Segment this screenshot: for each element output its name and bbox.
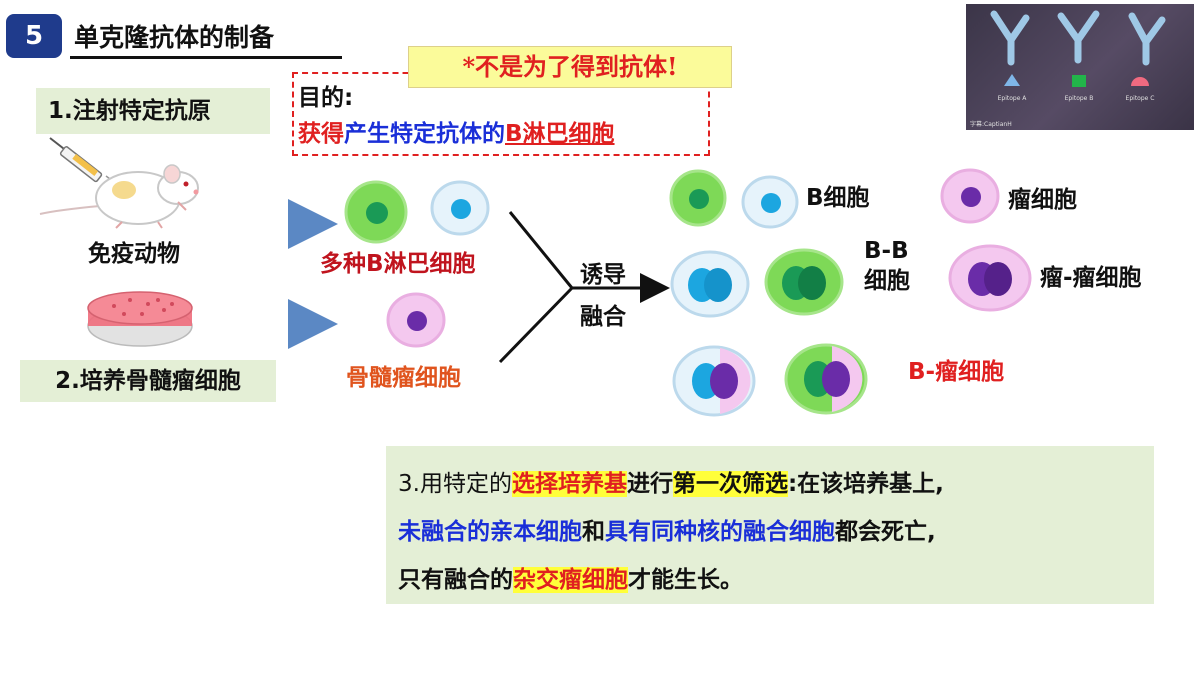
video-credit: 字幕:CaptianH	[970, 120, 1012, 128]
induce-fusion-label: 诱导 融合	[580, 254, 626, 338]
mouse-syringe-icon	[39, 137, 199, 229]
immunized-animal-label: 免疫动物	[88, 241, 180, 267]
step2-culture-myeloma: 2.培养骨髓瘤细胞	[20, 360, 276, 402]
purpose-part-b-lymphocyte: B淋巴细胞	[505, 121, 615, 147]
step3-s5: :在该培养基上,	[787, 471, 944, 497]
fusion-result-cells	[669, 168, 1032, 417]
purpose-part-produce: 产生特定抗体的	[344, 121, 505, 147]
b-lymphocytes-label: 多种B淋巴细胞	[320, 251, 476, 277]
b-tumor-cell-blue-icon	[672, 345, 756, 417]
epitope-b-label: Epitope B	[1065, 95, 1094, 102]
epitope-c-icon	[1131, 77, 1149, 86]
section-number-badge: 5	[6, 14, 62, 58]
step3-line3: 只有融合的杂交瘤细胞才能生长。	[398, 556, 1154, 604]
b-tumor-cell-label: B-瘤细胞	[908, 359, 1005, 385]
hybridoma-highlight: 杂交瘤细胞	[513, 567, 628, 593]
tumor-tumor-cell-icon	[948, 244, 1032, 312]
epitope-a-label: Epitope A	[998, 95, 1028, 102]
induce-text: 诱导	[580, 262, 626, 288]
title-underline	[70, 56, 342, 59]
epitope-b-icon	[1072, 75, 1086, 87]
epitope-a-icon	[1004, 74, 1020, 86]
myeloma-cell-label: 骨髓瘤细胞	[346, 365, 461, 391]
unfused-b-cell-blue-icon	[741, 175, 799, 229]
fusion-text: 融合	[580, 304, 626, 330]
selective-medium-highlight: 选择培养基	[511, 471, 627, 497]
tumor-tumor-cell-label: 瘤-瘤细胞	[1040, 265, 1142, 291]
epitope-c-label: Epitope C	[1126, 95, 1155, 102]
b-cell-label: B细胞	[806, 185, 870, 211]
antibody-illustration: Epitope A Epitope B Epitope C 字幕:Captian…	[970, 10, 1166, 128]
input-cells	[344, 180, 490, 348]
tumor-cell-label: 瘤细胞	[1008, 187, 1077, 213]
unfused-tumor-cell-icon	[940, 168, 1000, 224]
merge-line-bottom	[498, 286, 574, 364]
same-nucleus-fused-cells-text: 具有同种核的融合细胞	[605, 519, 835, 545]
step3-s12: 才能生长。	[628, 567, 743, 593]
b-tumor-cell-green-icon	[784, 343, 868, 415]
step3-s7: 和	[582, 519, 605, 545]
purpose-part-obtain: 获得	[298, 121, 344, 147]
petri-dish-icon	[87, 291, 193, 347]
step1-inject-antigen: 1.注射特定抗原	[36, 88, 270, 134]
b-cell-blue-icon	[430, 180, 490, 236]
b-cell-green-icon	[344, 180, 408, 244]
unfused-b-cell-green-icon	[669, 169, 727, 227]
step3-s10: 只有融合的	[398, 567, 513, 593]
purpose-label: 目的:	[298, 85, 354, 111]
step3-line1: 3.用特定的选择培养基进行第一次筛选:在该培养基上,	[398, 460, 1154, 508]
step3-s3: 进行	[626, 471, 673, 497]
bb-cell-blue-icon	[670, 250, 750, 318]
myeloma-cell-icon	[386, 292, 446, 348]
bb-cell-green-icon	[764, 248, 844, 316]
first-screening-highlight: 第一次筛选	[672, 471, 788, 497]
antibody-video-thumbnail: Epitope A Epitope B Epitope C 字幕:Captian…	[966, 4, 1194, 130]
step3-line2: 未融合的亲本细胞和具有同种核的融合细胞都会死亡,	[398, 508, 1154, 556]
step3-first-screening: 3.用特定的选择培养基进行第一次筛选:在该培养基上, 未融合的亲本细胞和具有同种…	[386, 446, 1154, 604]
not-for-antibody-note: *不是为了得到抗体!	[408, 46, 732, 88]
bb-label-line2: 细胞	[864, 268, 910, 294]
slide-title: 单克隆抗体的制备	[74, 23, 275, 52]
step3-s1: 3.用特定的	[398, 471, 512, 497]
step3-s9: 都会死亡,	[835, 519, 936, 545]
bb-cell-label: B-B 细胞	[864, 236, 910, 296]
bb-label-line1: B-B	[864, 238, 909, 264]
unfused-parent-cells-text: 未融合的亲本细胞	[398, 519, 582, 545]
purpose-text: 获得产生特定抗体的B淋巴细胞	[298, 114, 615, 148]
merge-line-top	[508, 211, 574, 289]
